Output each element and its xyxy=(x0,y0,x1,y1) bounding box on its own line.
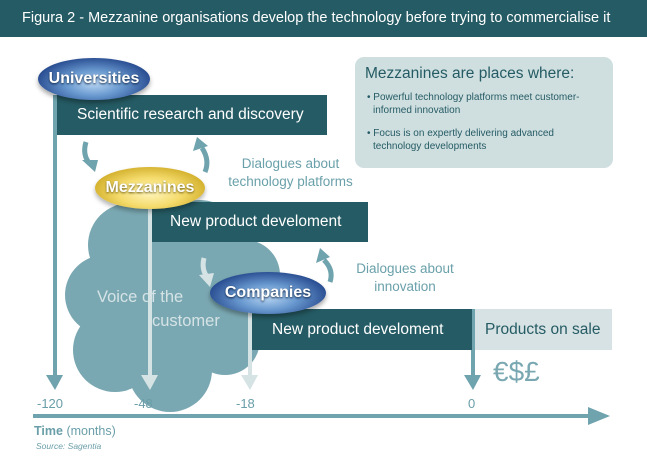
info-bullet: • Powerful technology platforms meet cus… xyxy=(367,92,580,116)
arrow-up-icon xyxy=(316,248,330,263)
time-axis-arrow xyxy=(33,407,610,425)
info-box-title: Mezzanines are places where: xyxy=(365,65,575,82)
research-bar: Scientific research and discovery xyxy=(57,95,327,135)
universities-badge: Universities xyxy=(38,58,150,100)
launch-timeline xyxy=(471,309,475,377)
info-bullet: • Focus is on expertly delivering advanc… xyxy=(367,128,554,152)
tick-label: -120 xyxy=(37,396,64,411)
axis-label: Time (months) xyxy=(34,424,116,438)
arrow-down-icon xyxy=(82,160,98,172)
companies-badge: Companies xyxy=(210,272,326,314)
tick-label: 0 xyxy=(468,396,476,411)
figure-title: Figura 2 - Mezzanine organisations devel… xyxy=(0,0,647,37)
tick-label: -18 xyxy=(236,396,255,411)
dialogue-tech-line1: Dialogues about xyxy=(241,156,340,171)
voice-line1: Voice of the xyxy=(97,288,184,306)
dialogue-innovation: Dialogues about innovation xyxy=(345,260,465,296)
mezzanines-badge: Mezzanines xyxy=(95,167,205,209)
mezzanine-npd-bar: New product develoment xyxy=(152,202,368,242)
info-box: Mezzanines are places where: • Powerful … xyxy=(355,57,613,168)
info-bullet-text: Focus is on expertly delivering advanced… xyxy=(373,128,554,152)
voice-line2: customer xyxy=(152,312,220,330)
mezzanines-timeline xyxy=(148,200,152,377)
axis-label-unit: (months) xyxy=(66,424,116,438)
info-bullet-text: Powerful technology platforms meet custo… xyxy=(373,92,580,116)
dialogue-innov-line1: Dialogues about xyxy=(356,261,454,276)
dialogue-innov-line2: innovation xyxy=(374,279,436,294)
arrow-up-icon xyxy=(193,137,208,151)
dialogue-technology: Dialogues about technology platforms xyxy=(228,155,353,191)
timeline-arrowheads xyxy=(46,375,481,390)
source-note: Source: Sagentia xyxy=(36,441,102,451)
universities-timeline xyxy=(53,95,57,377)
dialogue-tech-line2: technology platforms xyxy=(228,174,353,189)
axis-label-bold: Time xyxy=(34,424,63,438)
tick-label: -48 xyxy=(134,396,153,411)
company-npd-bar: New product develoment xyxy=(252,309,472,350)
currency-symbols: €$£ xyxy=(493,356,540,387)
companies-timeline xyxy=(248,300,252,377)
products-on-sale-bar: Products on sale xyxy=(475,309,612,350)
